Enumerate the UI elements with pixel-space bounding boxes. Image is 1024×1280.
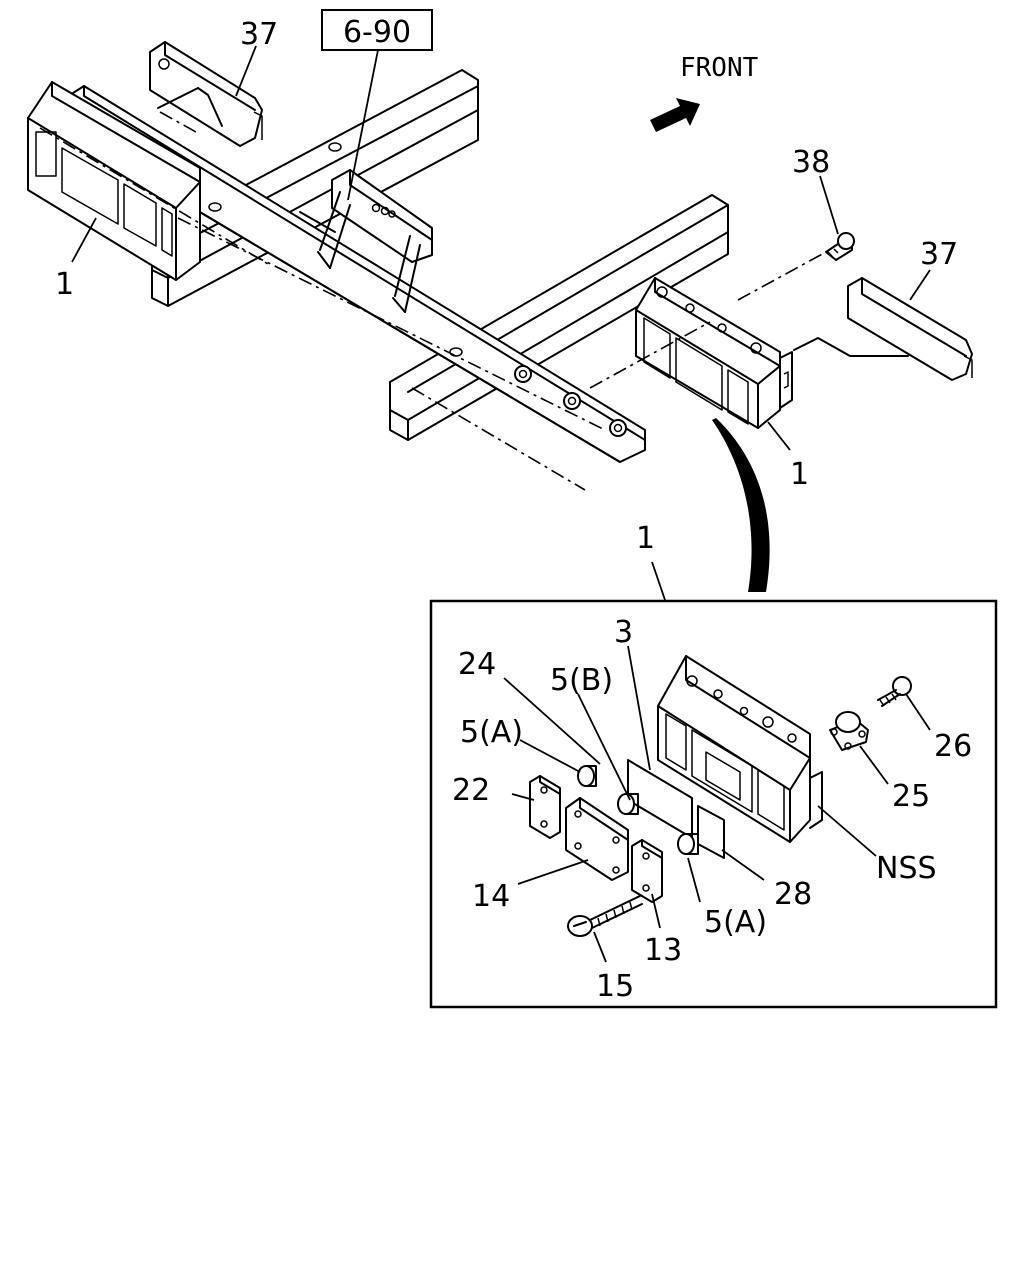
detail-screw-15 (567, 895, 643, 937)
detail-gasket-28 (697, 805, 725, 859)
callout-leaders (71, 45, 931, 963)
detail-cover-14 (565, 797, 629, 881)
callout-28: 28 (774, 877, 812, 912)
callout-22: 22 (452, 773, 490, 808)
cover-37-right (793, 277, 973, 381)
callout-3: 3 (614, 615, 633, 650)
detail-box (429, 561, 998, 1009)
detail-bolt-26 (877, 676, 912, 707)
callout-26: 26 (934, 729, 972, 764)
callout-24: 24 (458, 647, 496, 682)
callout-37-top: 37 (240, 17, 278, 52)
callout-13: 13 (644, 933, 682, 968)
callout-5a-top: 5(A) (460, 715, 523, 750)
callout-1-right: 1 (790, 457, 809, 492)
reference-box: 6-90 (321, 9, 433, 201)
callout-25: 25 (892, 779, 930, 814)
cover-37-top (149, 41, 263, 147)
callout-38: 38 (792, 145, 830, 180)
detail-panel-body (657, 655, 823, 843)
front-arrow-icon (650, 98, 700, 132)
cross-member (61, 85, 646, 463)
callout-5a-bottom: 5(A) (704, 905, 767, 940)
callout-1-detail: 1 (636, 521, 655, 556)
alignment-lines (39, 127, 827, 491)
callout-37-right: 37 (920, 237, 958, 272)
detail-block-22 (529, 775, 561, 839)
detail-pointer-arrow (712, 418, 770, 592)
callout-nss: NSS (876, 851, 937, 886)
panel-right (635, 277, 793, 429)
front-label: FRONT (680, 53, 759, 83)
detail-bracket-25 (829, 711, 869, 751)
callout-14: 14 (472, 879, 510, 914)
bolt-38 (825, 232, 855, 261)
panel-left (27, 81, 201, 281)
callout-1-left: 1 (55, 267, 74, 302)
callout-15: 15 (596, 969, 634, 1004)
callout-5b: 5(B) (550, 663, 613, 698)
reference-box-label: 6-90 (343, 15, 411, 50)
detail-block-13 (631, 839, 663, 903)
mounting-bracket (299, 169, 433, 313)
